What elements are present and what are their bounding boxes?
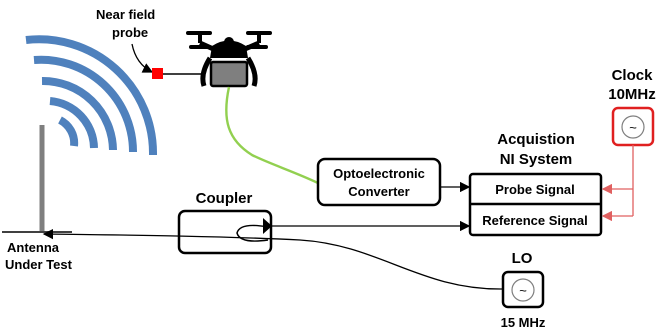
optoelectronic-converter-box (316, 157, 442, 207)
antenna-icon (2, 125, 72, 233)
acq-label-line1: Acquistion (497, 131, 575, 148)
lo-oscillator-icon (511, 278, 535, 302)
opto-label-line1: Optoelectronic (333, 166, 425, 181)
clock-label-line2: 10MHz (608, 86, 656, 103)
clock-oscillator-icon (621, 115, 645, 139)
optical-fiber-line (225, 86, 319, 185)
lo-to-antenna-line (42, 228, 504, 290)
probe-signal-label: Probe Signal (495, 182, 574, 197)
acq-label-line2: NI System (500, 151, 573, 168)
opto-label-line2: Converter (348, 184, 409, 199)
probe-pointer-arrow (131, 43, 154, 73)
near-field-probe-label-line1: Near field (96, 7, 155, 22)
coupler-label: Coupler (196, 190, 253, 207)
near-field-probe-label-line2: probe (112, 25, 148, 40)
coupler-box (177, 209, 273, 255)
reference-signal-label: Reference Signal (482, 213, 588, 228)
antenna-label-line1: Antenna (7, 240, 60, 255)
coupler-arrow-icon (263, 218, 272, 234)
lo-oscillator-symbol: ~ (519, 283, 527, 298)
clock-label-line1: Clock (612, 67, 654, 84)
drone-icon (186, 31, 272, 88)
antenna-label-line2: Under Test (5, 257, 73, 272)
clock-oscillator-symbol: ~ (629, 120, 637, 135)
antenna-waves-icon (25, 35, 158, 156)
coupler-loop-icon (236, 224, 269, 242)
lo-frequency-label: 15 MHz (501, 315, 546, 330)
lo-label: LO (512, 250, 533, 267)
probe-marker-icon (152, 68, 163, 79)
